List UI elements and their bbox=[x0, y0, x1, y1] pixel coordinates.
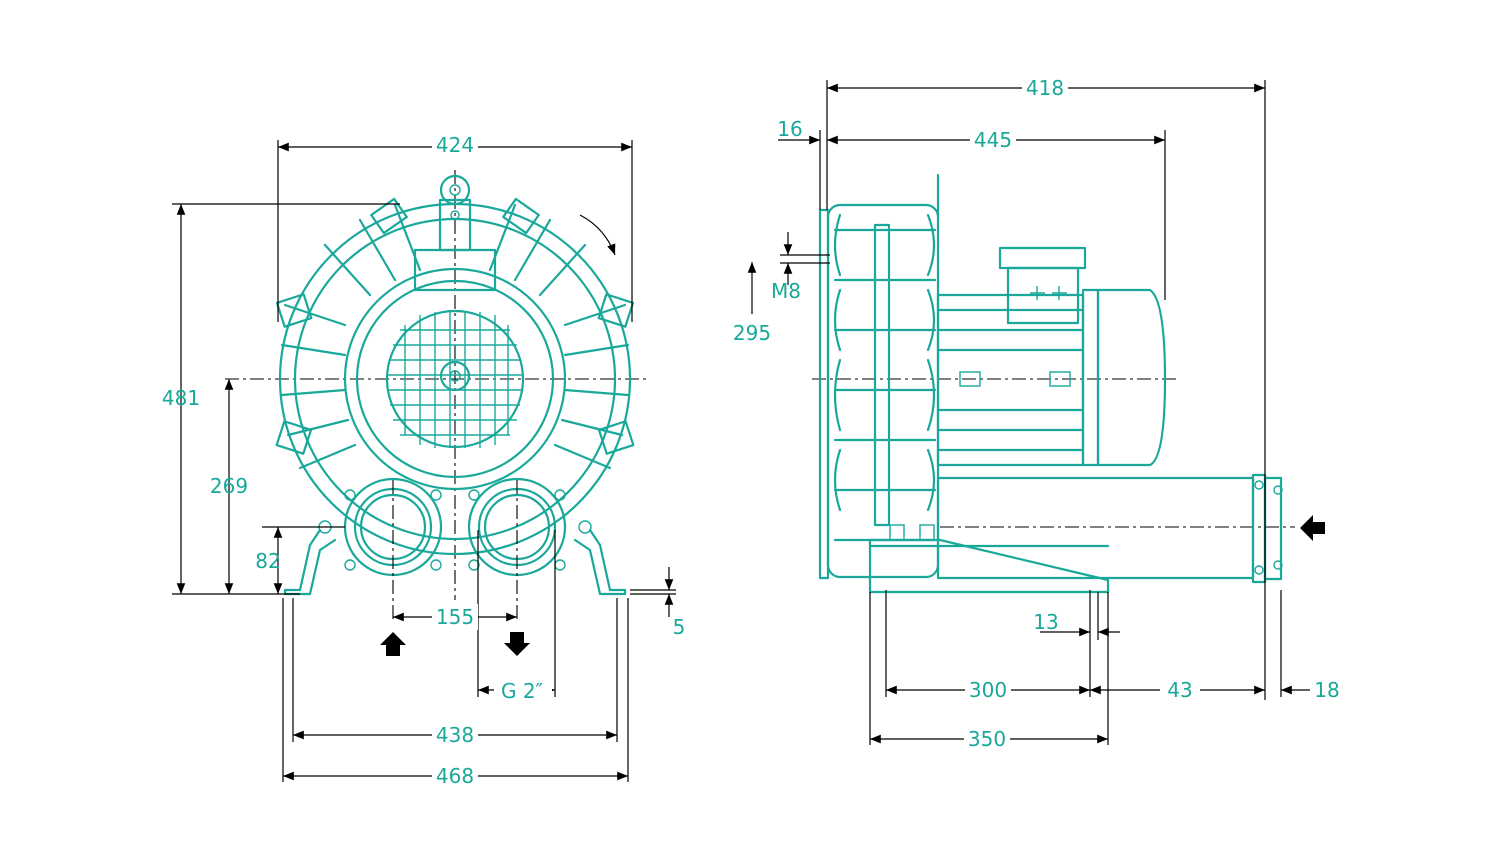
dim-foot-width: 468 bbox=[436, 764, 474, 788]
dim-screw-thread: M8 bbox=[771, 279, 801, 303]
dim-motor-length: 445 bbox=[974, 128, 1012, 152]
terminal-box-lid bbox=[998, 246, 1087, 270]
dim-foot-thickness: 5 bbox=[673, 615, 686, 639]
dim-axis-height: 269 bbox=[210, 474, 248, 498]
lifting-eye bbox=[439, 174, 471, 206]
dim-height-total: 481 bbox=[162, 386, 200, 410]
fan-grille bbox=[385, 309, 525, 449]
dim-foot-hole-spacing: 438 bbox=[436, 723, 474, 747]
side-port bbox=[936, 473, 1283, 584]
front-dimensions bbox=[172, 140, 676, 782]
front-view: 424 481 269 82 155 G 2″ 5 438 468 bbox=[162, 132, 685, 789]
rotation-arrow bbox=[579, 214, 616, 256]
front-flange-plate bbox=[818, 208, 830, 580]
dim-width-top: 424 bbox=[436, 133, 474, 157]
inlet-flange bbox=[1263, 476, 1283, 581]
inlet-arrow-left bbox=[1300, 515, 1325, 541]
dim-screw-height: 295 bbox=[733, 321, 771, 345]
motor-fan-cover bbox=[1096, 288, 1167, 467]
motor bbox=[936, 246, 1167, 467]
dim-overall-length: 418 bbox=[1026, 76, 1064, 100]
housing-rib bbox=[873, 223, 891, 527]
dim-foot-slot: 13 bbox=[1033, 610, 1058, 634]
side-housing bbox=[826, 173, 940, 579]
side-foot bbox=[868, 524, 1110, 594]
dim-port-axis-height: 82 bbox=[255, 549, 280, 573]
silencer-tube bbox=[936, 476, 1255, 580]
side-view: 418 445 16 M8 295 13 300 43 18 350 bbox=[733, 75, 1340, 752]
dim-flange-thickness: 18 bbox=[1314, 678, 1339, 702]
top-lug bbox=[438, 198, 472, 252]
dim-port-thread: G 2″ bbox=[501, 679, 543, 703]
dim-port-offset: 43 bbox=[1167, 678, 1192, 702]
dim-foot-length: 350 bbox=[968, 727, 1006, 751]
cooling-fins bbox=[275, 197, 635, 470]
terminal-box bbox=[1006, 266, 1080, 325]
outlet-arrow-down bbox=[504, 632, 530, 656]
inlet-arrow-up bbox=[380, 632, 406, 656]
dim-foot-hole-pitch: 300 bbox=[969, 678, 1007, 702]
housing bbox=[275, 174, 635, 556]
dim-flange-offset: 16 bbox=[777, 117, 802, 141]
dim-port-spacing: 155 bbox=[436, 605, 474, 629]
